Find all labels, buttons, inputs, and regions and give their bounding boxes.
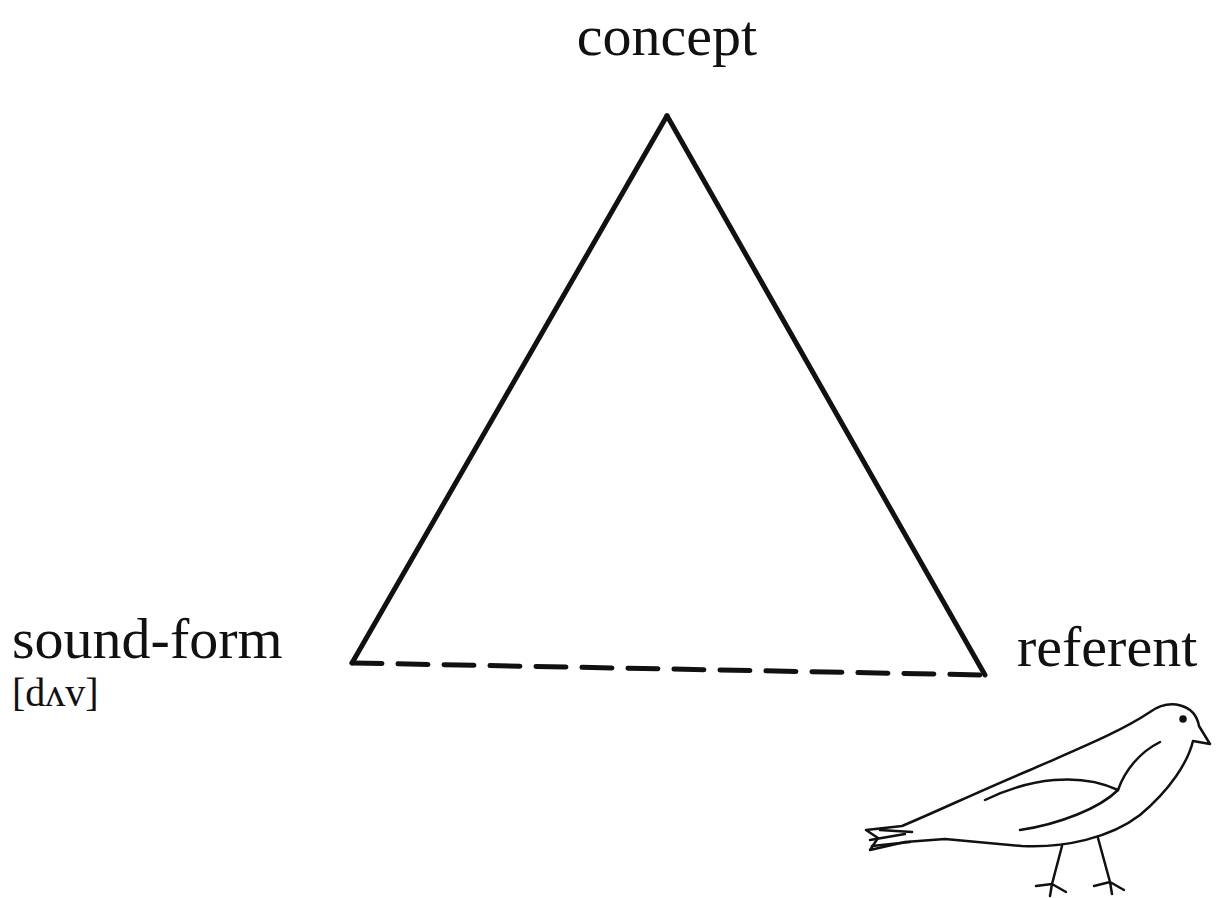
corner-label: referent [985,615,1201,685]
corner-label: concept [571,4,763,116]
bird-body [866,704,1210,850]
dashed-link [352,663,985,675]
solid-link [667,116,985,675]
bird-wing [985,779,1118,830]
bird-tail [870,830,912,846]
solid-link [352,116,667,663]
phonetic-label: [dʌv] [12,671,352,715]
term-label: sound-form [12,607,352,671]
bird-wing-detail [1118,742,1160,790]
corner-label: sound-form[dʌv] [8,607,352,721]
term-label: concept [577,4,757,68]
term-label: referent [1017,615,1197,679]
bird-legs [1036,838,1124,896]
bird-eye [1181,717,1186,722]
